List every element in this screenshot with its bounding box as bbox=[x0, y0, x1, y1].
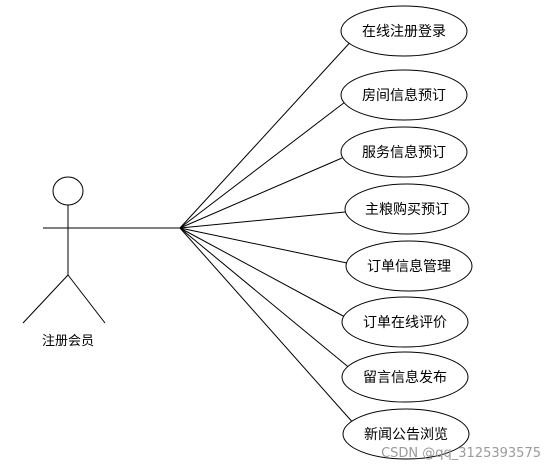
use-case-label: 留言信息发布 bbox=[363, 369, 447, 386]
use-case-1: 在线注册登录 bbox=[340, 5, 468, 57]
use-case-label: 主粮购买预订 bbox=[365, 202, 449, 218]
watermark-text: CSDN @qq_3125393575 bbox=[381, 446, 541, 461]
use-case-ellipse bbox=[340, 126, 468, 178]
use-case-ellipse bbox=[340, 69, 468, 121]
use-case-ellipse bbox=[341, 351, 469, 403]
use-case-2: 房间信息预订 bbox=[340, 69, 468, 121]
actor-right-leg bbox=[67, 274, 106, 324]
use-case-3: 服务信息预订 bbox=[340, 126, 468, 178]
use-case-label: 订单在线评价 bbox=[363, 315, 447, 331]
use-case-8: 新闻公告浏览 bbox=[342, 408, 470, 460]
association-line-8 bbox=[179, 227, 356, 426]
use-case-ellipse bbox=[344, 183, 470, 235]
association-line-5 bbox=[179, 227, 348, 264]
use-case-ellipse bbox=[345, 240, 473, 292]
association-lines bbox=[179, 36, 356, 426]
association-line-7 bbox=[179, 227, 353, 371]
use-case-7: 留言信息发布 bbox=[341, 351, 469, 403]
association-line-4 bbox=[179, 211, 346, 229]
use-case-4: 主粮购买预订 bbox=[344, 183, 470, 235]
actor-left-leg bbox=[22, 274, 69, 324]
actor-figure bbox=[22, 176, 180, 324]
association-line-2 bbox=[179, 101, 346, 229]
use-case-ellipse bbox=[342, 408, 470, 460]
association-line-3 bbox=[179, 157, 343, 229]
use-case-ellipse bbox=[341, 296, 469, 348]
use-case-label: 服务信息预订 bbox=[362, 144, 446, 161]
use-case-label: 新闻公告浏览 bbox=[364, 427, 448, 443]
use-case-label: 订单信息管理 bbox=[367, 258, 451, 275]
use-case-5: 订单信息管理 bbox=[345, 240, 473, 292]
use-case-ellipse bbox=[340, 5, 468, 57]
use-case-label: 在线注册登录 bbox=[362, 24, 446, 40]
actor-head bbox=[52, 176, 84, 206]
association-line-6 bbox=[179, 227, 346, 318]
actor-label: 注册会员 bbox=[42, 334, 94, 349]
association-line-1 bbox=[179, 36, 356, 229]
use-case-6: 订单在线评价 bbox=[341, 296, 469, 348]
use-case-label: 房间信息预订 bbox=[362, 87, 446, 104]
